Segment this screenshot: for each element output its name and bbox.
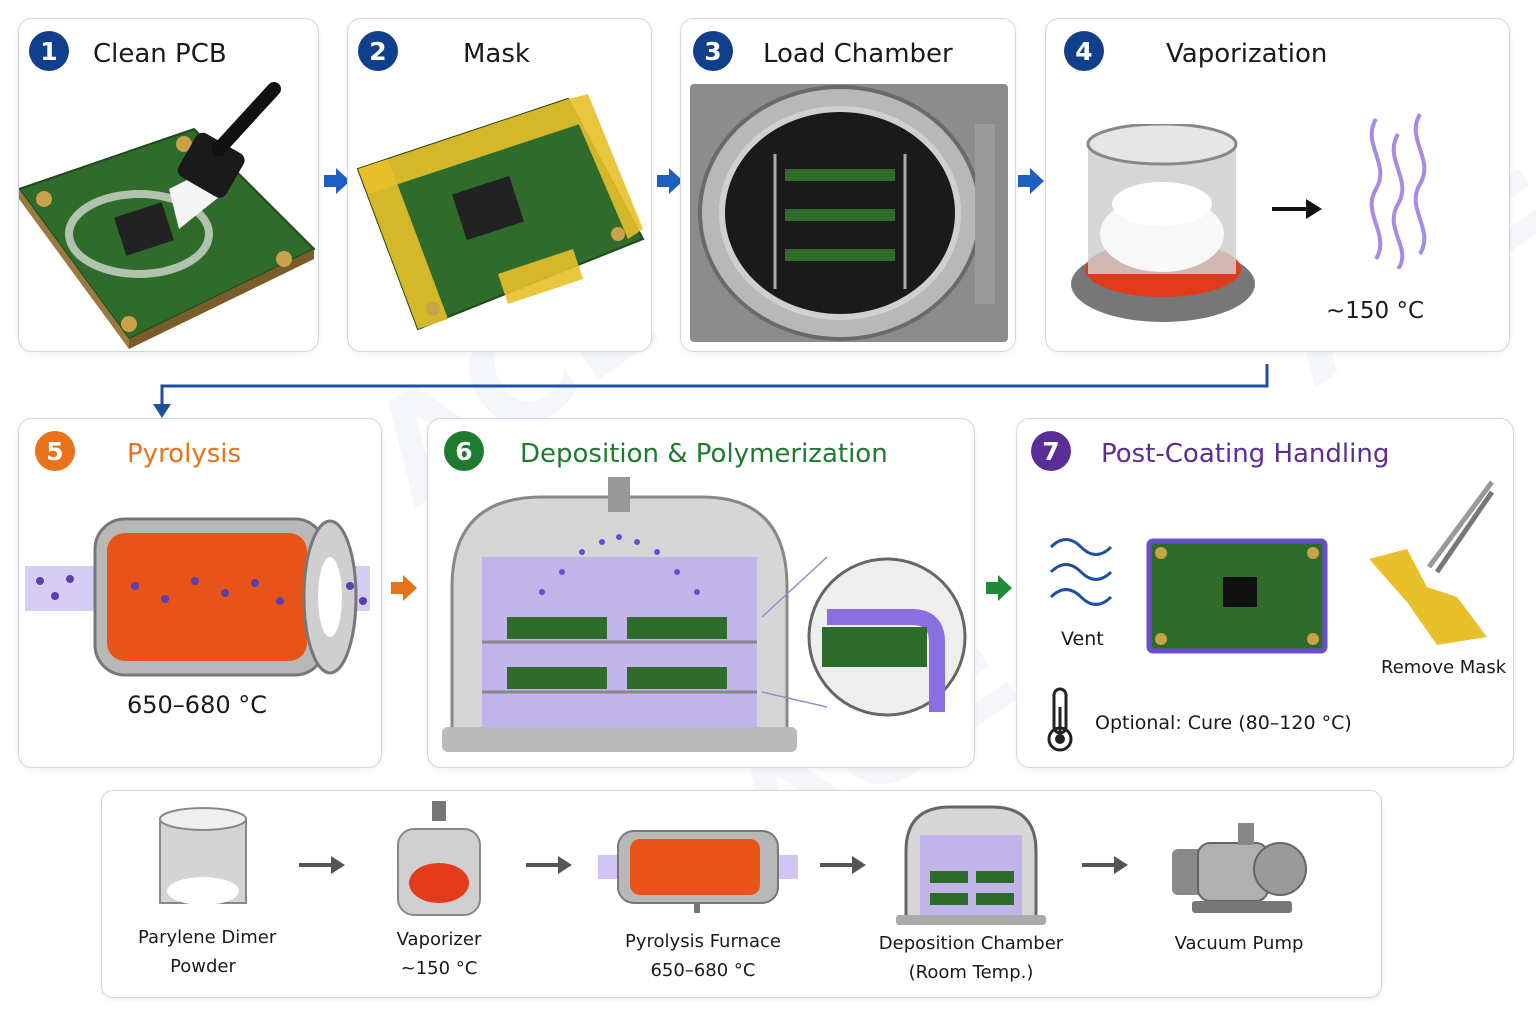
deposition-chamber-illustration (442, 477, 967, 752)
step-title: Deposition & Polymerization (520, 439, 888, 469)
summary-item-label: Pyrolysis Furnace 650–680 °C (625, 931, 781, 981)
vapor-waves-icon (1369, 112, 1427, 269)
coated-pcb-illustration (1146, 538, 1328, 654)
row-connector-arrow (153, 364, 1269, 418)
step-card-post-coating: 7 Post-Coating Handling Vent Remove Mask… (1016, 418, 1514, 768)
arrow-right-icon (657, 168, 683, 194)
summary-item-label: Vacuum Pump (1174, 933, 1304, 954)
arrow-right-icon (1018, 168, 1044, 194)
vent-label: Vent (1061, 628, 1104, 650)
arrow-right-icon (299, 856, 345, 874)
vaporization-temperature: ~150 °C (1326, 298, 1425, 324)
step-title: Clean PCB (93, 39, 227, 69)
step-badge: 7 (1031, 431, 1071, 471)
arrow-right-icon (1272, 199, 1322, 219)
step-title: Vaporization (1166, 39, 1328, 69)
pyrolysis-temperature: 650–680 °C (127, 691, 268, 719)
vaporizer-heater-illustration (1071, 124, 1255, 322)
step-card-load-chamber: 3 Load Chamber (680, 18, 1016, 352)
deposition-chamber-icon (896, 805, 1046, 925)
summary-item-label: Parylene Dimer Powder (138, 927, 277, 977)
step-badge: 3 (693, 31, 733, 71)
summary-item-label: Vaporizer ~150 °C (396, 929, 482, 979)
step-badge: 6 (444, 431, 484, 471)
masked-pcb-illustration (356, 94, 645, 331)
arrow-right-icon (324, 168, 350, 194)
remove-mask-label: Remove Mask (1381, 657, 1507, 678)
arrow-right-icon (1082, 856, 1128, 874)
arrow-right-icon (986, 575, 1012, 601)
step-badge: 1 (29, 31, 69, 71)
step-card-pyrolysis: 5 Pyrolysis 650–680 °C (18, 418, 382, 768)
vent-waves-icon (1049, 538, 1113, 606)
tweezers-mask-icon (1369, 480, 1495, 645)
step-card-vaporization: 4 Vaporization ~150 °C (1045, 18, 1510, 352)
step-card-deposition: 6 Deposition & Polymerization (427, 418, 975, 768)
equipment-summary-panel: Parylene Dimer Powder Vaporizer ~150 °C … (101, 790, 1382, 998)
vaporizer-icon (397, 801, 481, 916)
step-badge: 5 (35, 431, 75, 471)
step-title: Load Chamber (763, 39, 953, 69)
vacuum-chamber-illustration (690, 84, 1008, 342)
arrow-right-icon (391, 575, 417, 601)
summary-item-label: Deposition Chamber (Room Temp.) (878, 933, 1064, 983)
optional-cure-label: Optional: Cure (80–120 °C) (1095, 712, 1352, 734)
step-title: Post-Coating Handling (1101, 439, 1390, 469)
step-title: Mask (463, 39, 530, 69)
pcb-brush-illustration (19, 82, 316, 349)
pyrolysis-furnace-icon (598, 830, 798, 913)
vacuum-pump-icon (1172, 823, 1307, 913)
arrow-right-icon (820, 856, 866, 874)
step-card-clean-pcb: 1 Clean PCB (18, 18, 319, 352)
dimer-powder-container-icon (159, 807, 247, 905)
step-title: Pyrolysis (127, 439, 242, 469)
step-badge: 4 (1064, 31, 1104, 71)
step-card-mask: 2 Mask (347, 18, 652, 352)
step-badge: 2 (358, 31, 398, 71)
pyrolysis-furnace-illustration (25, 517, 370, 677)
thermometer-icon (1047, 687, 1073, 752)
arrow-right-icon (526, 856, 572, 874)
